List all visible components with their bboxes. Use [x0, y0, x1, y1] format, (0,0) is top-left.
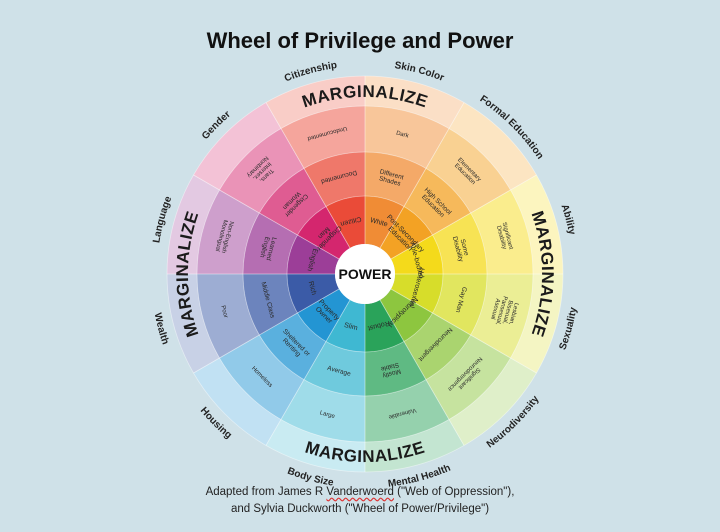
sector-2-ring-1 — [432, 213, 487, 274]
sector-label: MostlyStable — [379, 361, 401, 379]
sector-11-ring-0 — [326, 196, 365, 249]
sector-9-ring-3 — [167, 175, 220, 274]
sector-label: White — [369, 217, 388, 228]
wheel-sectors — [167, 76, 563, 472]
sector-2-ring-3 — [510, 175, 563, 274]
sector-2-ring-0 — [390, 235, 443, 274]
sector-7-ring-1 — [259, 313, 326, 380]
sector-4-ring-2 — [426, 335, 511, 420]
sector-9-ring-2 — [197, 190, 260, 274]
center-circle — [335, 244, 395, 304]
sector-11-ring-2 — [281, 106, 365, 169]
sector-0-ring-1 — [365, 152, 426, 207]
sector-5-ring-2 — [365, 379, 449, 442]
sector-3-ring-2 — [470, 274, 533, 358]
sector-4-ring-0 — [380, 289, 433, 342]
category-label: Sexuality — [557, 306, 579, 351]
sector-1-ring-1 — [404, 168, 471, 235]
sector-6-ring-2 — [281, 379, 365, 442]
sector-4-ring-3 — [449, 358, 537, 446]
sector-label: Rich — [307, 281, 317, 296]
sector-6-ring-0 — [326, 299, 365, 352]
sector-8-ring-3 — [167, 274, 220, 373]
sector-label: Poor — [219, 305, 228, 319]
sector-6-ring-1 — [304, 341, 365, 396]
sector-0-ring-3 — [365, 76, 464, 129]
sector-6-ring-3 — [266, 419, 365, 472]
sector-label: Large — [319, 410, 336, 420]
sector-label: Slim — [343, 322, 358, 332]
sector-0-ring-2 — [365, 106, 449, 169]
center-power-label: POWER — [339, 266, 392, 282]
sector-label: Dark — [395, 130, 410, 139]
sector-1-ring-0 — [380, 206, 433, 259]
diagram-title: Wheel of Privilege and Power — [206, 28, 514, 53]
sector-1-ring-3 — [449, 102, 537, 190]
category-label: Ability — [559, 203, 578, 236]
sector-3-ring-1 — [432, 274, 487, 335]
credit-line-2: and Sylvia Duckworth ("Wheel of Power/Pr… — [230, 503, 490, 515]
sector-10-ring-1 — [259, 168, 326, 235]
sector-10-ring-3 — [193, 102, 281, 190]
credit-line-1: Adapted from James R Vanderwoerd ("Web o… — [205, 486, 515, 498]
sector-10-ring-0 — [297, 206, 350, 259]
sector-2-ring-2 — [470, 190, 533, 274]
sector-5-ring-3 — [365, 419, 464, 472]
sector-8-ring-2 — [197, 274, 260, 358]
sector-label: Lesbian,Bisexual,Pansexual,Asexual — [488, 294, 520, 329]
sector-3-ring-3 — [510, 274, 563, 373]
sector-3-ring-0 — [390, 274, 443, 313]
sector-11-ring-1 — [304, 152, 365, 207]
sector-7-ring-0 — [297, 289, 350, 342]
sector-4-ring-1 — [404, 313, 471, 380]
sector-8-ring-0 — [287, 274, 340, 313]
credit-text: Adapted from James R Vanderwoerd ("Web o… — [0, 484, 720, 518]
category-label: Wealth — [152, 312, 171, 346]
sector-9-ring-1 — [243, 213, 298, 274]
wheel-center: POWER — [335, 244, 395, 304]
sector-5-ring-0 — [365, 299, 404, 352]
sector-1-ring-2 — [426, 128, 511, 213]
sector-10-ring-2 — [219, 128, 304, 213]
sector-8-ring-1 — [243, 274, 298, 335]
sector-0-ring-0 — [365, 196, 404, 249]
sector-7-ring-2 — [219, 335, 304, 420]
sector-11-ring-3 — [266, 76, 365, 129]
sector-9-ring-0 — [287, 235, 340, 274]
sector-5-ring-1 — [365, 341, 426, 396]
sector-7-ring-3 — [193, 358, 281, 446]
wheel-grid-lines — [166, 75, 564, 473]
